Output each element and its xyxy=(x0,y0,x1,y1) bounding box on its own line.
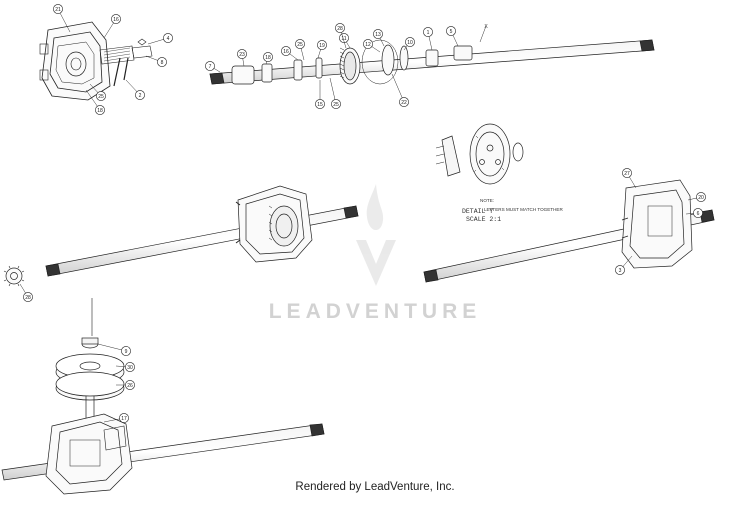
callout-bubble xyxy=(23,292,33,302)
callout-number: 25 xyxy=(297,42,303,48)
callout-number: 8 xyxy=(161,60,164,66)
callout-bubble xyxy=(111,14,121,24)
callout-bubble xyxy=(339,33,349,43)
callout-leader-line xyxy=(479,25,487,43)
callout-bubble xyxy=(315,99,325,109)
callout-number: 10 xyxy=(407,40,413,46)
callout-number: 28 xyxy=(337,26,343,32)
callout-number: 27 xyxy=(624,171,630,177)
callout-bubble xyxy=(95,105,105,115)
callout-bubble xyxy=(696,192,706,202)
callout-number: X xyxy=(484,24,488,30)
callout-bubble xyxy=(446,26,456,36)
callout-number: 4 xyxy=(167,36,170,42)
callout-bubble xyxy=(281,46,291,56)
callout-number: 21 xyxy=(55,7,61,13)
callout-bubble xyxy=(405,37,415,47)
callout-number: 18 xyxy=(97,108,103,114)
callout-bubble xyxy=(157,57,167,67)
callout-number: 5 xyxy=(450,29,453,35)
callout-number: 11 xyxy=(341,36,346,42)
standalone-gear-part xyxy=(3,265,25,287)
callout-bubble xyxy=(335,23,345,33)
callout-bubble xyxy=(399,97,409,107)
callout-bubble xyxy=(125,380,135,390)
footer-credit: Rendered by LeadVenture, Inc. xyxy=(295,481,455,493)
callout-standalone: 28 xyxy=(19,283,33,302)
callout-bubble xyxy=(331,99,341,109)
watermark-brand: LEADVENTURE xyxy=(269,300,482,323)
callout-bubble xyxy=(163,33,173,43)
callout-bubble xyxy=(317,40,327,50)
callout-number: 16 xyxy=(283,49,289,55)
callout-number: 25 xyxy=(98,94,104,100)
callout-bubble xyxy=(53,4,63,14)
callouts-top-left: 21 16 4 8 2 25 18 xyxy=(53,4,173,115)
callout-number: 7 xyxy=(209,64,212,70)
callout-number: 12 xyxy=(365,42,371,48)
callout-bubble xyxy=(622,168,632,178)
callout-bubble xyxy=(295,39,305,49)
callout-number: 25 xyxy=(333,102,339,108)
callout-bubble xyxy=(423,27,433,37)
callout-number: 13 xyxy=(375,32,381,38)
detail-label: DETAIL Y xyxy=(462,208,493,215)
callout-bubble xyxy=(125,362,135,372)
callout-number: 22 xyxy=(401,100,407,106)
callout-number: 23 xyxy=(239,52,245,58)
callout-number: 1 xyxy=(427,30,430,36)
exploded-shaft-top xyxy=(209,39,655,85)
callout-number: 2 xyxy=(139,93,142,99)
callout-bubble xyxy=(237,49,247,59)
callout-number: 9 xyxy=(125,349,128,355)
callout-number: 3 xyxy=(619,268,622,274)
callouts-right: 27 20 6 3 xyxy=(615,168,706,275)
callout-number: 18 xyxy=(265,55,271,61)
detail-note-text: LETTERS MUST MATCH TOGETHER xyxy=(484,207,563,212)
callout-leader-line xyxy=(391,73,405,103)
assembled-transmission-right xyxy=(423,179,715,283)
callout-bubble xyxy=(363,39,373,49)
callout-bubble xyxy=(263,52,273,62)
callout-bubble xyxy=(96,91,106,101)
callout-number: 20 xyxy=(698,195,704,201)
pulley-transmission-bottom xyxy=(1,298,325,495)
callout-number: 16 xyxy=(113,17,119,23)
callouts-pulley: 9 30 26 17 xyxy=(97,343,135,423)
exploded-gearbox-top-left xyxy=(39,21,153,101)
callout-number: 19 xyxy=(319,43,325,49)
callout-bubble xyxy=(615,265,625,275)
detail-note-label: NOTE: xyxy=(480,198,494,203)
callout-bubble xyxy=(119,413,129,423)
assembled-transmission-middle xyxy=(45,185,359,277)
callout-number: 6 xyxy=(697,211,700,217)
detail-scale: SCALE 2:1 xyxy=(466,216,501,223)
callout-bubble xyxy=(205,61,215,71)
watermark-logo-icon xyxy=(356,184,396,286)
callout-number: 15 xyxy=(317,102,323,108)
detail-y-view xyxy=(435,123,524,185)
callout-number: 17 xyxy=(121,416,127,422)
callout-bubble xyxy=(693,208,703,218)
callout-number: 28 xyxy=(25,295,31,301)
watermark: LEADVENTURE xyxy=(269,184,482,323)
callout-number: 30 xyxy=(127,365,133,371)
callout-bubble xyxy=(121,346,131,356)
callout-number: 26 xyxy=(127,383,133,389)
callout-bubble xyxy=(135,90,145,100)
callout-bubble xyxy=(373,29,383,39)
